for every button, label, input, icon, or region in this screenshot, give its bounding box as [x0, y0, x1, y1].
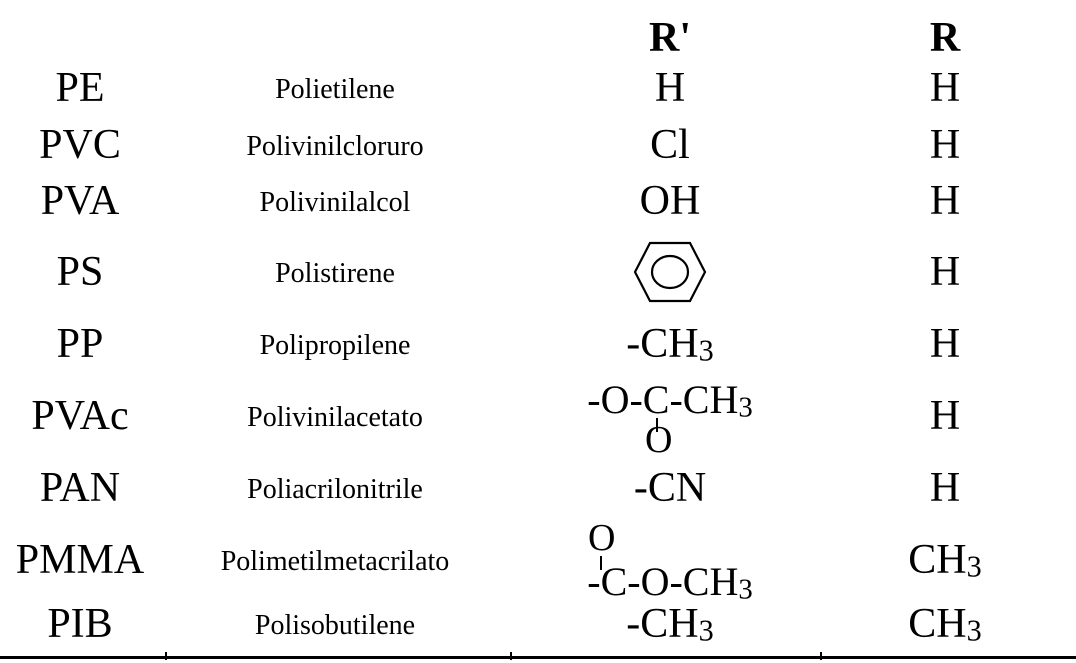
polymer-name: Polivinilcloruro [246, 131, 424, 162]
r-group: H [929, 465, 961, 511]
polymer-abbr: PVC [39, 122, 121, 168]
polymer-abbr: PS [56, 249, 104, 295]
polymer-name: Polipropilene [259, 330, 411, 361]
r-group: H [929, 321, 961, 367]
r-prime-group: O -C-O-CH3 [587, 517, 753, 606]
r-prime-group: -CN [633, 465, 707, 511]
polymer-abbr: PAN [39, 465, 121, 511]
polymer-name: Polimetilmetacrilato [220, 546, 450, 577]
column-divider-tick [510, 652, 512, 660]
r-group: CH3 [908, 601, 982, 648]
header-r-prime: R' [649, 15, 691, 61]
r-prime-group: Cl [650, 122, 690, 168]
r-prime-group: H [654, 65, 686, 111]
r-group: H [929, 65, 961, 111]
r-prime-group: OH [639, 178, 701, 224]
r-group: H [929, 178, 961, 224]
r-prime-group: -CH3 [626, 601, 714, 648]
polymer-name: Polietilene [275, 74, 395, 105]
polymer-abbr: PVA [40, 178, 120, 224]
polymer-abbr: PIB [47, 601, 113, 647]
r-group: CH3 [908, 537, 982, 584]
polymer-abbr: PMMA [15, 537, 145, 583]
r-group: H [929, 249, 961, 295]
polymer-name: Polivinilalcol [259, 187, 411, 218]
r-prime-group: -O-C-CH3 O [587, 377, 753, 461]
polymer-name: Polivinilacetato [247, 402, 423, 433]
polymer-name: Poliacrilonitrile [247, 474, 423, 505]
polymer-abbr: PE [55, 65, 105, 111]
column-divider-tick [165, 652, 167, 660]
polymer-name: Polistirene [275, 258, 395, 289]
r-group: H [929, 393, 961, 439]
table-bottom-border [0, 656, 1076, 659]
polymer-abbr: PVAc [31, 393, 129, 439]
header-r: R [929, 15, 961, 61]
benzene-ring-icon [510, 240, 830, 315]
column-divider-tick [820, 652, 822, 660]
r-prime-group: -CH3 [626, 321, 714, 368]
polymer-name: Polisobutilene [254, 610, 416, 641]
r-group: H [929, 122, 961, 168]
polymer-abbr: PP [56, 321, 104, 367]
